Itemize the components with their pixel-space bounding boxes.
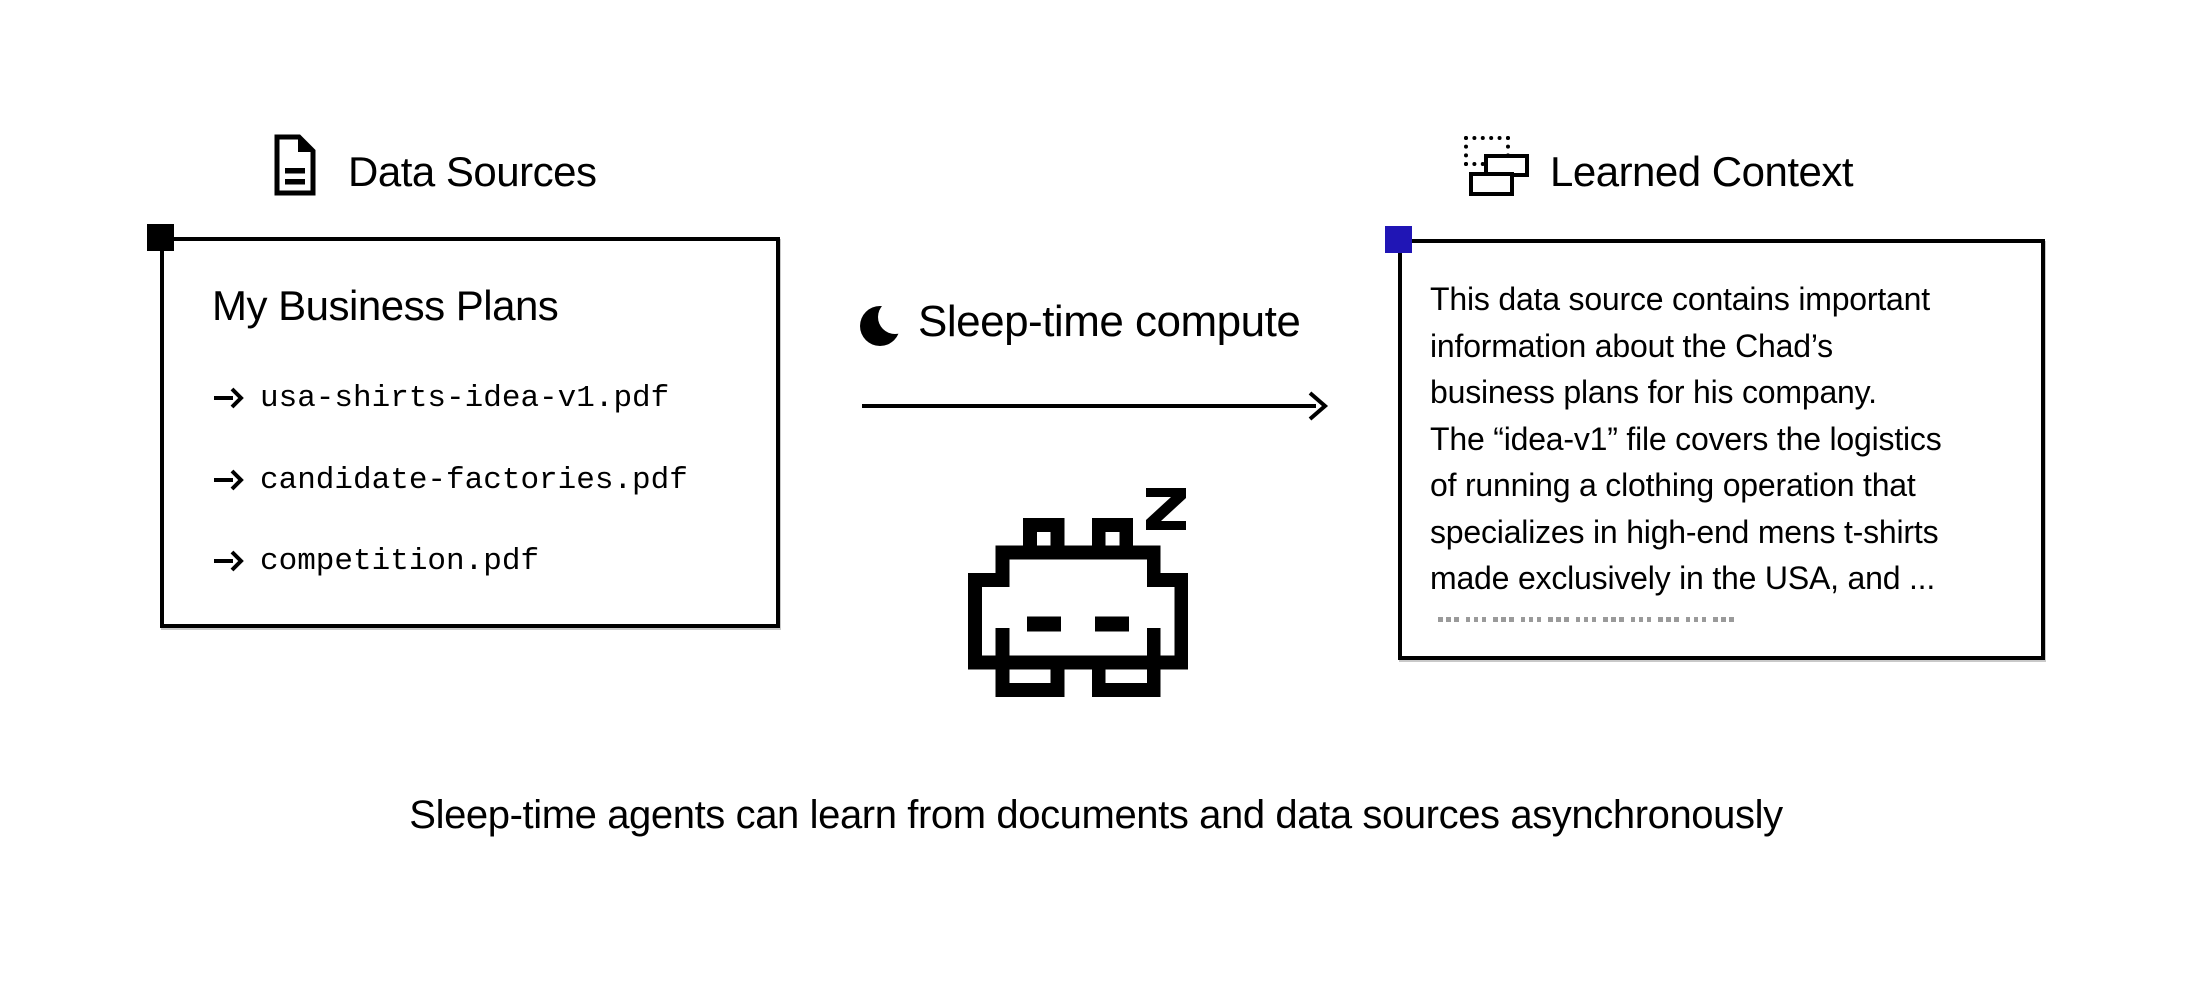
file-row: usa-shirts-idea-v1.pdf bbox=[213, 378, 669, 418]
learned-context-text: This data source contains important info… bbox=[1430, 276, 1942, 602]
text-line: business plans for his company. bbox=[1430, 374, 1877, 410]
text-line: The “idea-v1” file covers the logistics bbox=[1430, 420, 1942, 457]
sleep-time-compute-label: Sleep-time compute bbox=[918, 297, 1301, 346]
left-box-title: My Business Plans bbox=[212, 282, 559, 329]
learned-context-box: This data source contains important info… bbox=[1385, 226, 2045, 660]
robot-pixel-body bbox=[968, 518, 1188, 697]
moon-icon bbox=[860, 302, 902, 350]
text-line: made exclusively in the USA, and ... bbox=[1430, 560, 1936, 596]
corner-handle-blue bbox=[1385, 226, 1412, 253]
caption: Sleep-time agents can learn from documen… bbox=[409, 793, 1783, 837]
sleep-z-glyph bbox=[1144, 486, 1188, 532]
text-line: of running a clothing operation that bbox=[1430, 467, 1916, 503]
file-row: candidate-factories.pdf bbox=[213, 460, 688, 500]
corner-handle-black bbox=[147, 224, 174, 251]
file-row: competition.pdf bbox=[213, 541, 539, 581]
flow-arrow bbox=[858, 386, 1336, 426]
layers-icon bbox=[1452, 134, 1532, 202]
text-line: This data source contains important bbox=[1430, 281, 1930, 317]
arrow-right-icon bbox=[213, 467, 245, 493]
layers-bottom-rect bbox=[1469, 172, 1514, 196]
data-sources-header: Data Sources bbox=[348, 148, 597, 195]
text-line: information about the Chad’s bbox=[1430, 327, 1833, 364]
file-name: candidate-factories.pdf bbox=[260, 462, 688, 498]
arrow-right-icon bbox=[213, 548, 245, 574]
data-sources-box: My Business Plans usa-shirts-idea-v1.pdf… bbox=[147, 224, 780, 628]
sleeping-robot-icon bbox=[968, 486, 1194, 701]
text-line: specializes in high-end mens t-shirts bbox=[1430, 513, 1939, 550]
file-name: usa-shirts-idea-v1.pdf bbox=[260, 380, 670, 416]
learned-context-header: Learned Context bbox=[1550, 148, 1854, 195]
ellipsis-row bbox=[1438, 617, 1734, 622]
file-name: competition.pdf bbox=[260, 543, 540, 579]
document-icon bbox=[272, 134, 318, 196]
arrow-right-icon bbox=[213, 385, 245, 411]
